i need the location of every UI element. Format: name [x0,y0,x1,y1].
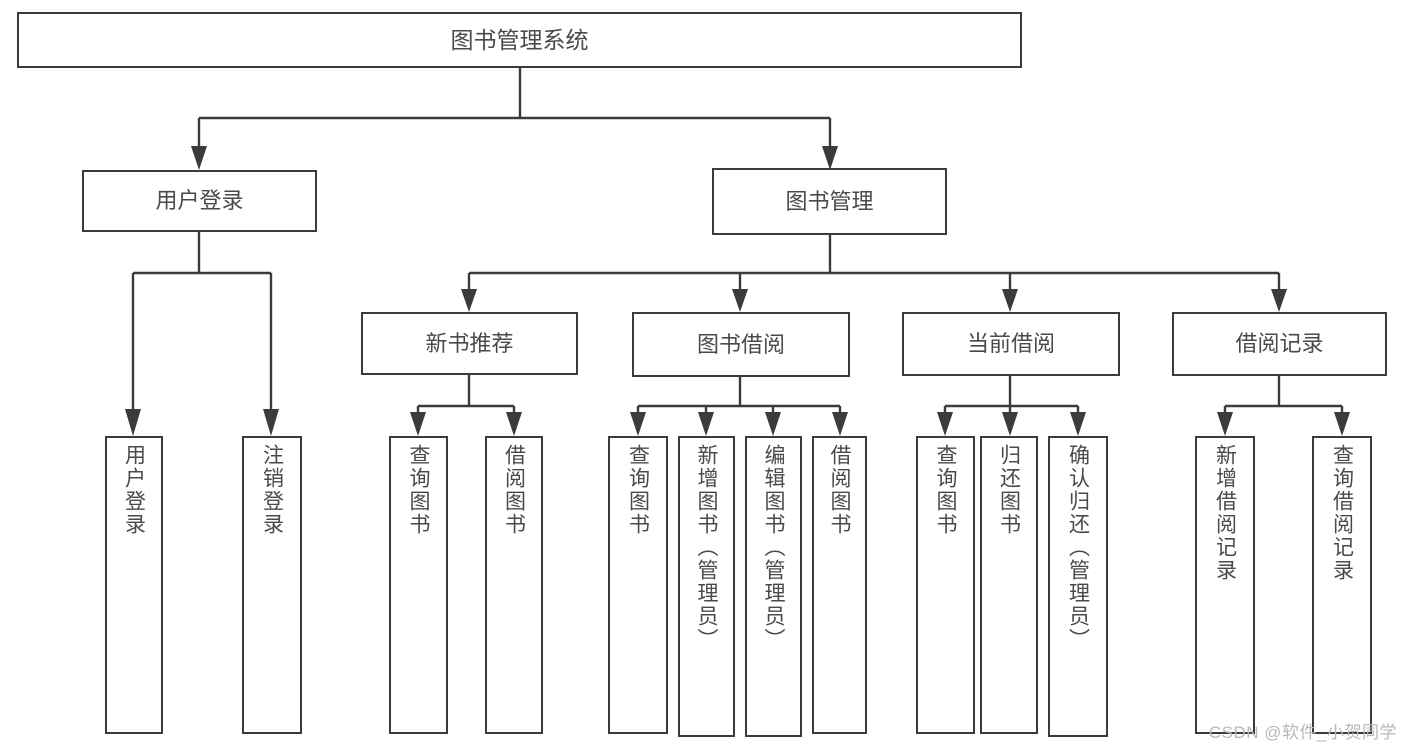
arrowhead-borrow-record-leaf-1 [1217,412,1233,436]
node-label: 用户登录 [122,444,146,536]
node-label: 查询图书 [934,444,957,536]
node-label: 当前借阅 [966,331,1055,357]
leaf-query-book-current[interactable]: 查询图书 [916,436,975,734]
arrowhead-user-login [191,146,207,170]
leaf-query-book-new-recommendation[interactable]: 查询图书 [389,436,448,734]
node-label: 图书管理 [785,188,874,214]
arrowhead-borrow-record [1271,289,1287,312]
node-label: 查询图书 [407,444,430,536]
watermark-text: CSDN @软件_小贺同学 [1208,723,1397,742]
node-label: 图书借阅 [696,331,785,357]
arrowhead-current-borrow [1002,289,1018,312]
node-label: 借阅图书 [502,444,526,536]
arrowhead-leaf-logout [263,409,279,436]
arrowhead-book-borrow-leaf-4 [832,412,848,436]
node-label: 查询图书 [626,444,650,536]
node-label: 新增借阅记录 [1213,444,1237,582]
node-book-borrowing[interactable]: 图书借阅 [632,312,850,377]
arrowhead-leaf-user-login [125,409,141,436]
arrowhead-borrow-record-leaf-2 [1334,412,1350,436]
arrowhead-book-borrow-leaf-2 [698,412,714,436]
leaf-return-book[interactable]: 归还图书 [980,436,1038,734]
arrowhead-book-borrow [732,289,748,312]
arrowhead-current-borrow-leaf-2 [1002,412,1018,436]
node-new-book-recommendation[interactable]: 新书推荐 [361,312,578,375]
leaf-borrow-book-new-recommendation[interactable]: 借阅图书 [485,436,543,734]
arrowhead-new-book-leaf-2 [506,412,522,436]
arrowhead-new-book-leaf-1 [410,412,426,436]
node-label: 用户登录 [155,188,244,214]
node-label: 确认归还（管理员） [1066,444,1090,651]
arrowhead-current-borrow-leaf-3 [1070,412,1086,436]
leaf-add-borrowing-record[interactable]: 新增借阅记录 [1195,436,1255,734]
node-label: 编辑图书（管理员） [762,444,785,651]
leaf-query-book-borrowing[interactable]: 查询图书 [608,436,668,734]
arrowhead-book-borrow-leaf-1 [630,412,646,436]
node-label: 新书推荐 [425,330,514,356]
node-label: 图书管理系统 [450,26,589,53]
node-label: 借阅图书 [828,444,851,536]
arrowhead-book-borrow-leaf-3 [765,412,781,436]
node-label: 新增图书（管理员） [695,444,718,651]
node-book-management-system[interactable]: 图书管理系统 [17,12,1022,68]
leaf-confirm-return-admin[interactable]: 确认归还（管理员） [1048,436,1108,737]
leaf-borrow-book-borrowing[interactable]: 借阅图书 [812,436,867,734]
node-book-management[interactable]: 图书管理 [712,168,947,235]
leaf-logout[interactable]: 注销登录 [242,436,302,734]
node-borrowing-record[interactable]: 借阅记录 [1172,312,1387,376]
node-current-borrowing[interactable]: 当前借阅 [902,312,1120,376]
arrowhead-current-borrow-leaf-1 [937,412,953,436]
leaf-edit-book-admin[interactable]: 编辑图书（管理员） [745,436,802,737]
node-label: 归还图书 [997,444,1021,536]
arrowhead-new-book [461,289,477,312]
leaf-add-book-admin[interactable]: 新增图书（管理员） [678,436,735,737]
node-user-login[interactable]: 用户登录 [82,170,317,232]
node-label: 查询借阅记录 [1330,444,1354,582]
leaf-query-borrowing-record[interactable]: 查询借阅记录 [1312,436,1372,734]
node-label: 注销登录 [260,444,284,536]
arrowhead-book-mgmt [822,146,838,170]
leaf-user-login[interactable]: 用户登录 [105,436,163,734]
node-label: 借阅记录 [1235,331,1324,357]
